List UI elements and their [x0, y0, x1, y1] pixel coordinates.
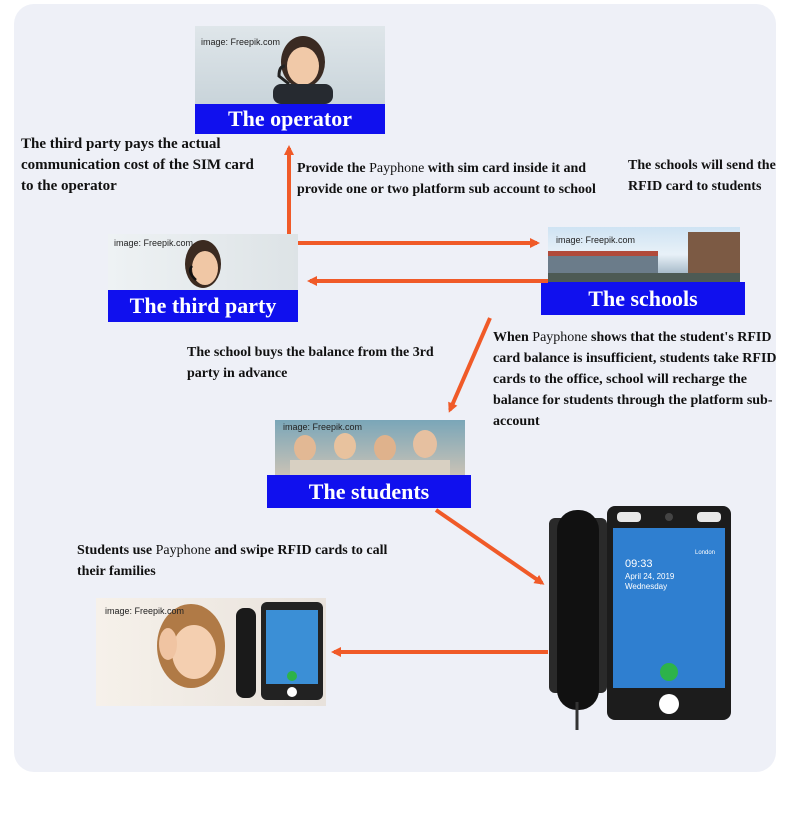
note-students-text-1: Students use: [77, 543, 156, 558]
note-third-party-pays: The third party pays the actual communic…: [21, 134, 261, 197]
note-when-keyword: Payphone: [532, 330, 587, 345]
note-school-buys: The school buys the balance from the 3rd…: [187, 342, 459, 384]
note-provide-keyword: Payphone: [369, 161, 424, 176]
note-provide-text-1: Provide the: [297, 161, 369, 176]
note-when-text-1: When: [493, 330, 532, 345]
arrow-to-payphone: [436, 510, 542, 583]
note-schools-send: The schools will send the RFID card to s…: [628, 155, 778, 197]
note-provide-payphone: Provide the Payphone with sim card insid…: [297, 158, 617, 200]
note-students-keyword: Payphone: [156, 543, 211, 558]
note-when-payphone: When Payphone shows that the student's R…: [493, 327, 778, 432]
note-students-use: Students use Payphone and swipe RFID car…: [77, 540, 407, 582]
